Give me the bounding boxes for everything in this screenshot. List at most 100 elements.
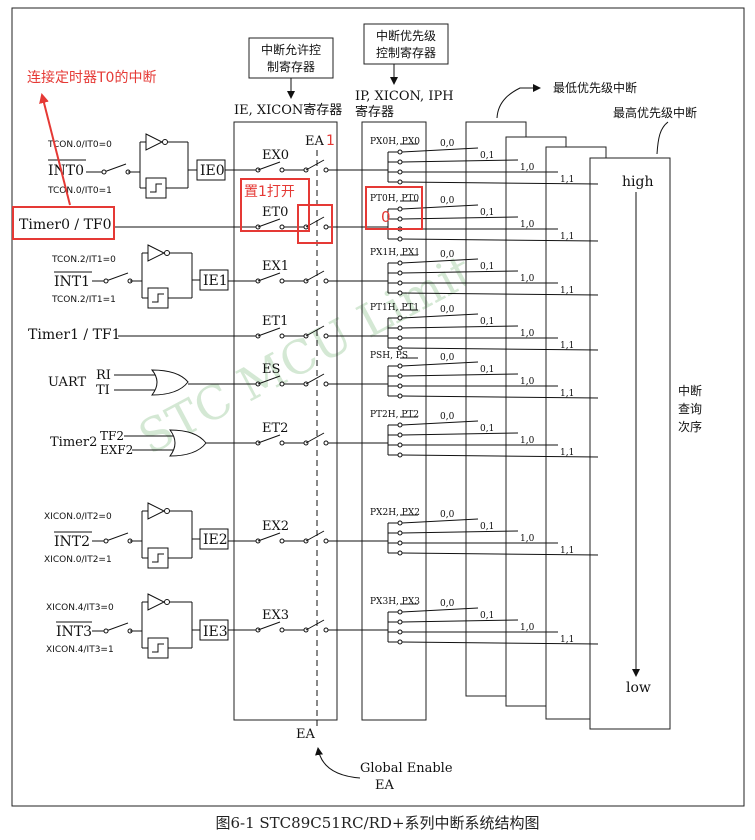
red-note-arrow bbox=[39, 93, 71, 206]
lowest-pointer bbox=[496, 84, 541, 119]
level-code: 0,1 bbox=[480, 522, 494, 532]
priority-contact bbox=[397, 629, 403, 635]
ie-header-top: 中断允许控 bbox=[261, 42, 321, 57]
priority-contact bbox=[397, 345, 403, 351]
level-code: 1,1 bbox=[560, 286, 574, 296]
enable-bit-label: ET2 bbox=[262, 421, 288, 436]
priority-bit-label: PT0H, PT0 bbox=[370, 194, 419, 204]
priority-contact bbox=[397, 540, 403, 546]
highest-priority-label: 最高优先级中断 bbox=[613, 105, 697, 120]
tcon0-it0-1: TCON.0/IT0=1 bbox=[47, 186, 112, 196]
level-code: 1,0 bbox=[520, 274, 535, 284]
uart-label: UART bbox=[48, 375, 87, 390]
level-code: 1,1 bbox=[560, 341, 574, 351]
priority-contact bbox=[397, 373, 403, 379]
priority-bit-label: PX2H, PX2 bbox=[370, 508, 420, 518]
priority-bit-label: PSH, PS bbox=[370, 351, 408, 361]
level-code: 1,1 bbox=[560, 448, 574, 458]
enable-bit-label: ES bbox=[262, 362, 280, 377]
ie2-label: IE2 bbox=[203, 532, 228, 548]
pt0-value: 0 bbox=[381, 208, 391, 226]
ip-header-top: 中断优先级 bbox=[376, 28, 436, 43]
priority-contact bbox=[397, 520, 403, 526]
priority-planes bbox=[465, 121, 671, 730]
level-code: 0,0 bbox=[440, 353, 455, 363]
uart-or-gate bbox=[150, 369, 189, 396]
level-code: 0,1 bbox=[480, 151, 494, 161]
ea-bottom-label: EA bbox=[296, 727, 315, 742]
ip-register-label-bottom: 寄存器 bbox=[355, 104, 394, 120]
ie0-label: IE0 bbox=[200, 163, 225, 179]
priority-contact bbox=[397, 315, 403, 321]
timer2-or-gate bbox=[168, 429, 207, 457]
tcon2-it1-0: TCON.2/IT1=0 bbox=[51, 255, 116, 265]
et0-switch-highlight bbox=[297, 204, 333, 244]
level-code: 1,1 bbox=[560, 232, 574, 242]
enable-bit-label: EX0 bbox=[262, 148, 289, 163]
priority-contact bbox=[397, 206, 403, 212]
query-label-2: 查询 bbox=[678, 402, 702, 416]
enable-bit-label: EX1 bbox=[262, 259, 289, 274]
level-code: 0,0 bbox=[440, 250, 455, 260]
priority-contact bbox=[397, 422, 403, 428]
level-code: 0,1 bbox=[480, 317, 494, 327]
enable-bit-label: EX2 bbox=[262, 519, 289, 534]
xicon4-it3-0: XICON.4/IT3=0 bbox=[46, 603, 114, 613]
ri-label: RI bbox=[96, 368, 111, 383]
int1-label: INT1 bbox=[54, 274, 90, 290]
level-code: 0,0 bbox=[440, 510, 455, 520]
ea-switch bbox=[305, 270, 325, 282]
priority-contact bbox=[397, 260, 403, 266]
level-code: 1,0 bbox=[520, 329, 535, 339]
timer2-label: Timer2 bbox=[50, 435, 97, 450]
ie3-label: IE3 bbox=[203, 624, 228, 640]
query-label-3: 次序 bbox=[678, 419, 702, 434]
tcon0-it0-0: TCON.0/IT0=0 bbox=[47, 140, 112, 150]
level-code: 1,1 bbox=[560, 546, 574, 556]
level-code: 0,0 bbox=[440, 139, 455, 149]
priority-contact bbox=[397, 236, 403, 242]
priority-bit-label: PT2H, PT2 bbox=[370, 410, 419, 420]
ea-value: 1 bbox=[326, 133, 335, 149]
ea-switch bbox=[305, 373, 325, 385]
global-enable-label: Global Enable bbox=[360, 761, 453, 776]
enable-switch bbox=[257, 434, 281, 444]
enable-switch bbox=[257, 161, 281, 171]
int3-circuit: XICON.4/IT3=0 XICON.4/IT3=1 INT3 IE3 bbox=[46, 593, 229, 659]
level-code: 0,0 bbox=[440, 196, 455, 206]
priority-contact bbox=[397, 383, 403, 389]
int0-circuit: TCON.0/IT0=0 TCON.0/IT0=1 INT0 IE0 bbox=[47, 133, 226, 199]
ie-header: 中断允许控 制寄存器 bbox=[248, 37, 334, 99]
priority-contact bbox=[397, 149, 403, 155]
timer2-circuit: Timer2 TF2 EXF2 bbox=[50, 429, 207, 457]
level-code: 1,1 bbox=[560, 175, 574, 185]
int2-label: INT2 bbox=[54, 534, 90, 550]
highest-pointer bbox=[656, 121, 669, 155]
priority-bit-label: PX0H, PX0 bbox=[370, 137, 420, 147]
priority-contact bbox=[397, 335, 403, 341]
enable-switch bbox=[257, 272, 281, 282]
ie-register-label: IE, XICON寄存器 bbox=[234, 102, 342, 118]
ip-register-box bbox=[361, 121, 427, 721]
level-code: 0,0 bbox=[440, 599, 455, 609]
priority-contact bbox=[397, 270, 403, 276]
priority-contact bbox=[397, 393, 403, 399]
priority-contact bbox=[397, 452, 403, 458]
ip-header-bottom: 控制寄存器 bbox=[376, 45, 436, 60]
priority-contact bbox=[397, 550, 403, 556]
enable-bit-label: ET1 bbox=[262, 314, 288, 329]
priority-contact bbox=[397, 325, 403, 331]
diagram-frame bbox=[11, 7, 745, 807]
int3-label: INT3 bbox=[56, 624, 92, 640]
red-note: 连接定时器T0的中断 bbox=[27, 69, 156, 86]
level-code: 1,1 bbox=[560, 635, 574, 645]
priority-contact bbox=[397, 639, 403, 645]
low-label: low bbox=[626, 680, 651, 696]
enable-switch bbox=[257, 327, 281, 337]
level-code: 0,1 bbox=[480, 262, 494, 272]
enable-bit-label: EX3 bbox=[262, 608, 289, 623]
figure-caption: 图6-1 STC89C51RC/RD+系列中断系统结构图 bbox=[215, 814, 540, 832]
